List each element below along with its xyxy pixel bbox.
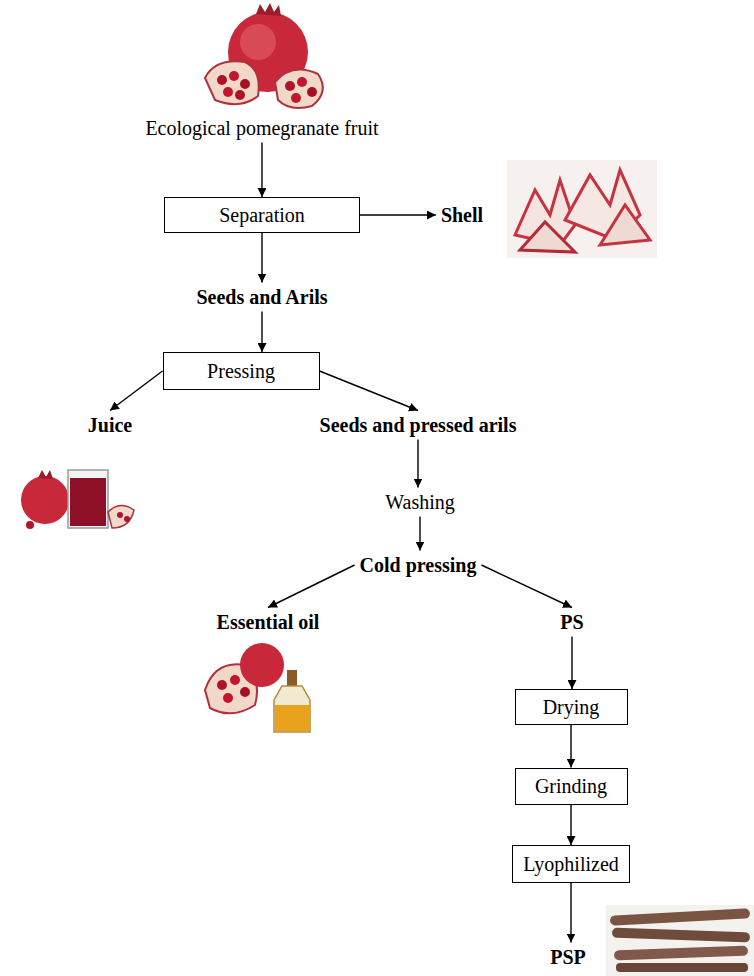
node-label: Essential oil [217,611,320,634]
flow-arrow [570,805,571,846]
process-box: Drying [515,689,628,725]
flow-arrow [110,371,163,411]
flow-arrow [261,312,262,353]
product-text: Essential oil [212,608,325,637]
node-label: Seeds and pressed arils [320,414,517,437]
node-label: PSP [550,946,586,969]
node-label: Grinding [535,775,607,798]
node-label: Juice [88,414,132,437]
flow-arrow [261,143,262,198]
process-box: Pressing [163,352,320,390]
flow-arrow [419,517,420,551]
node-label: Washing [385,491,455,514]
process-box: Separation [164,197,360,233]
product-text: PS [555,608,588,637]
product-text: Juice [83,411,137,440]
flow-arrow [571,637,572,690]
pomegranate-illustration [205,3,323,108]
node-label: Pressing [207,360,275,383]
node-label: Shell [441,204,483,227]
flow-arrow [570,725,571,768]
node-label: PS [560,611,583,634]
flow-arrow [481,565,572,608]
node-label: Cold pressing [360,554,477,577]
flow-arrow [570,883,571,943]
node-label: Seeds and Arils [196,286,327,309]
process-box: Lyophilized [512,845,630,883]
flow-arrow [261,233,262,283]
product-text: Seeds and pressed arils [315,411,522,440]
juice-illustration [21,470,134,529]
node-label: Drying [543,696,600,719]
node-label: Lyophilized [523,853,619,876]
start-text: Ecological pomegranate fruit [140,114,383,143]
node-label: Ecological pomegranate fruit [145,117,378,140]
psp-illustration [606,905,754,976]
product-text: Seeds and Arils [191,283,332,312]
shell-illustration [507,160,657,258]
step-text: Cold pressing [355,551,482,580]
step-text: Washing [380,488,460,517]
product-text: Shell [436,201,488,230]
flow-arrow [320,371,418,411]
process-box: Grinding [515,768,628,805]
oil-illustration [205,643,310,732]
node-label: Separation [219,204,305,227]
product-text: PSP [545,943,591,972]
flow-arrow [417,440,418,488]
flow-arrow [360,214,436,215]
flow-arrow [268,565,355,608]
